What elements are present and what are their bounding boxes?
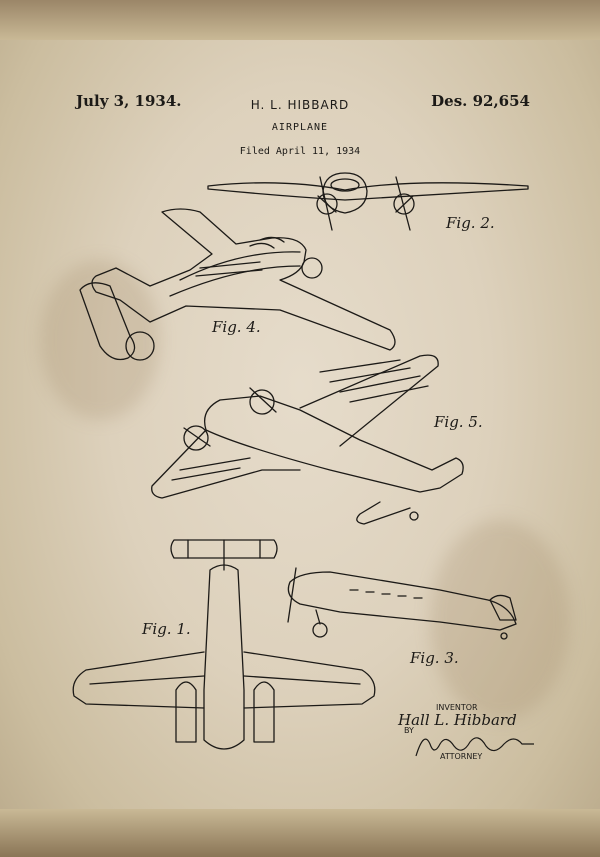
by-label: BY xyxy=(404,726,414,735)
paper-stain xyxy=(40,260,160,420)
figure-3-side-view xyxy=(287,567,517,640)
figure-2-front-view xyxy=(207,172,529,231)
inventor-name-header: H. L. HIBBARD xyxy=(250,98,350,112)
figure-4-label: Fig. 4. xyxy=(212,318,261,336)
patent-title: AIRPLANE xyxy=(271,122,329,133)
filed-date: Filed April 11, 1934 xyxy=(239,146,361,157)
patent-date: July 3, 1934. xyxy=(76,92,182,110)
figure-1-label: Fig. 1. xyxy=(142,620,191,638)
figure-1-top-view xyxy=(72,539,376,750)
figure-5-perspective-top xyxy=(151,354,464,525)
inventor-signature: Hall L. Hibbard xyxy=(398,711,517,729)
figure-2-label: Fig. 2. xyxy=(446,214,495,232)
attorney-signature xyxy=(415,737,534,757)
torn-top-edge xyxy=(0,0,600,40)
figure-5-label: Fig. 5. xyxy=(434,413,483,431)
figure-4-perspective-rear xyxy=(79,208,396,361)
patent-number: Des. 92,654 xyxy=(431,92,530,110)
inventor-label: INVENTOR xyxy=(436,703,478,712)
figure-3-label: Fig. 3. xyxy=(410,649,459,667)
torn-bottom-edge xyxy=(0,809,600,857)
attorney-label: ATTORNEY xyxy=(440,752,483,761)
